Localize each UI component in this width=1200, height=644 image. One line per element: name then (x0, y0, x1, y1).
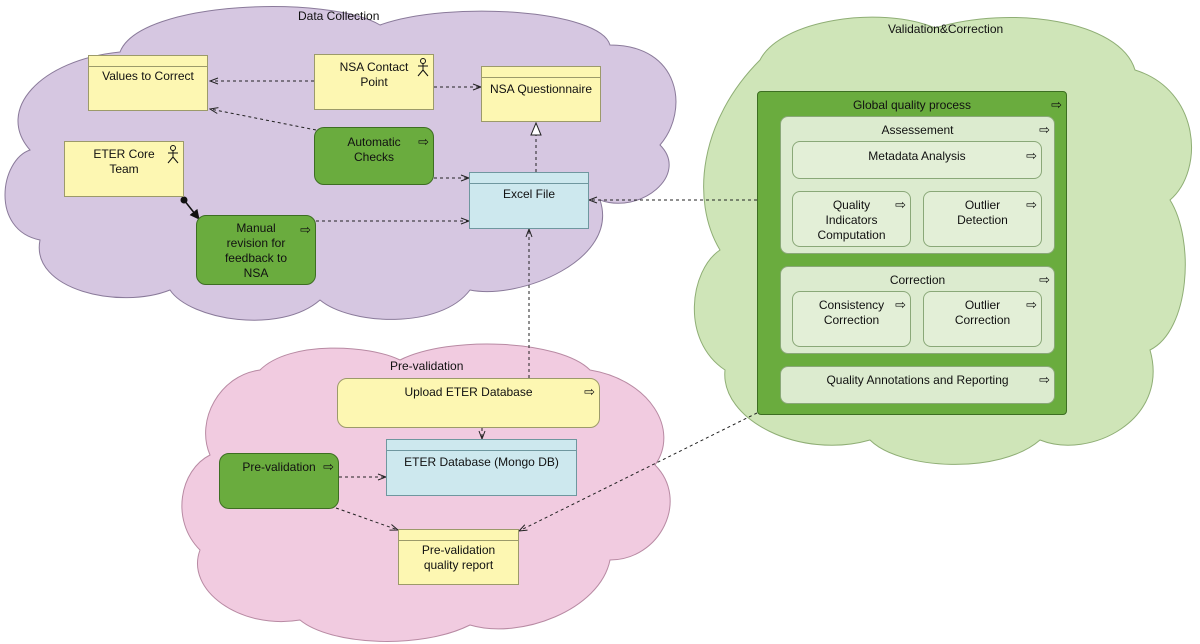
eter-core-team-label-line1: ETER Core (93, 147, 155, 161)
actor-icon (417, 58, 429, 77)
process-arrow-icon: ⇨ (1039, 122, 1050, 137)
automatic-checks-process[interactable]: Automatic Checks ⇨ (314, 127, 434, 185)
outlier-correction-process[interactable]: Outlier Correction ⇨ (923, 291, 1042, 347)
quality-indicators-label-line3: Computation (817, 228, 886, 242)
outlier-detection-label-line1: Outlier (964, 198, 1001, 212)
eter-database-artifact[interactable]: ETER Database (Mongo DB) (386, 439, 577, 496)
consistency-correction-label-line2: Correction (823, 313, 880, 327)
upload-eter-database-process[interactable]: Upload ETER Database ⇨ (337, 378, 600, 428)
quality-indicators-label-line2: Indicators (825, 213, 878, 227)
pre-validation-title: Pre-validation (390, 359, 464, 373)
pre-validation-process[interactable]: Pre-validation ⇨ (219, 453, 339, 509)
excel-file-label: Excel File (502, 187, 555, 201)
manual-revision-label-line1: Manual (236, 221, 276, 235)
process-arrow-icon: ⇨ (1039, 372, 1050, 387)
process-arrow-icon: ⇨ (418, 134, 429, 149)
quality-report-label-line2: quality report (423, 558, 494, 572)
excel-file-artifact[interactable]: Excel File (469, 172, 589, 229)
consistency-correction-label-line1: Consistency (818, 298, 885, 312)
eter-database-label: ETER Database (Mongo DB) (404, 455, 559, 469)
outlier-detection-label-line2: Detection (957, 213, 1008, 227)
process-arrow-icon: ⇨ (584, 384, 595, 399)
process-arrow-icon: ⇨ (1039, 272, 1050, 287)
validation-correction-title: Validation&Correction (888, 22, 1004, 36)
process-arrow-icon: ⇨ (1026, 297, 1037, 312)
eter-core-team-label-line2: Team (109, 162, 139, 176)
process-arrow-icon: ⇨ (895, 197, 906, 212)
quality-annotations-label: Quality Annotations and Reporting (826, 373, 1009, 387)
manual-revision-label-line4: NSA (243, 266, 269, 280)
outlier-correction-label-line1: Outlier (964, 298, 1001, 312)
assessement-label: Assessement (881, 123, 954, 137)
process-arrow-icon: ⇨ (895, 297, 906, 312)
values-to-correct-label: Values to Correct (102, 69, 194, 83)
process-arrow-icon: ⇨ (300, 222, 311, 237)
pre-validation-process-label: Pre-validation (242, 460, 316, 474)
connectors (180, 81, 758, 531)
manual-revision-label-line3: feedback to (224, 251, 288, 265)
metadata-analysis-label: Metadata Analysis (868, 149, 966, 163)
data-collection-title: Data Collection (298, 9, 380, 23)
actor-icon (167, 145, 179, 164)
nsa-contact-point-actor[interactable]: NSA Contact Point (314, 54, 434, 110)
global-quality-process-label: Global quality process (852, 98, 972, 112)
manual-revision-label-line2: revision for (226, 236, 286, 250)
nsa-questionnaire-label: NSA Questionnaire (489, 82, 593, 96)
process-arrow-icon: ⇨ (1026, 197, 1037, 212)
process-arrow-icon: ⇨ (1026, 148, 1037, 163)
upload-eter-database-label: Upload ETER Database (404, 385, 533, 399)
pre-validation-quality-report-object[interactable]: Pre-validation quality report (398, 529, 519, 585)
outlier-correction-label-line2: Correction (954, 313, 1011, 327)
nsa-questionnaire-object[interactable]: NSA Questionnaire (481, 66, 601, 122)
metadata-analysis-process[interactable]: Metadata Analysis ⇨ (792, 141, 1042, 179)
nsa-contact-point-label-line2: Point (360, 75, 388, 89)
quality-report-label-line1: Pre-validation (421, 543, 496, 557)
quality-annotations-process[interactable]: Quality Annotations and Reporting ⇨ (780, 366, 1055, 404)
process-arrow-icon: ⇨ (1051, 97, 1062, 112)
eter-core-team-actor[interactable]: ETER Core Team (64, 141, 184, 197)
process-arrow-icon: ⇨ (323, 459, 334, 474)
correction-label: Correction (889, 273, 946, 287)
nsa-contact-point-label-line1: NSA Contact (339, 60, 409, 74)
automatic-checks-label-line1: Automatic (347, 135, 401, 149)
consistency-correction-process[interactable]: Consistency Correction ⇨ (792, 291, 911, 347)
manual-revision-process[interactable]: Manual revision for feedback to NSA ⇨ (196, 215, 316, 285)
quality-indicators-label-line1: Quality (832, 198, 871, 212)
automatic-checks-label-line2: Checks (353, 150, 394, 164)
values-to-correct-object[interactable]: Values to Correct (88, 55, 208, 111)
outlier-detection-process[interactable]: Outlier Detection ⇨ (923, 191, 1042, 247)
quality-indicators-process[interactable]: Quality Indicators Computation ⇨ (792, 191, 911, 247)
